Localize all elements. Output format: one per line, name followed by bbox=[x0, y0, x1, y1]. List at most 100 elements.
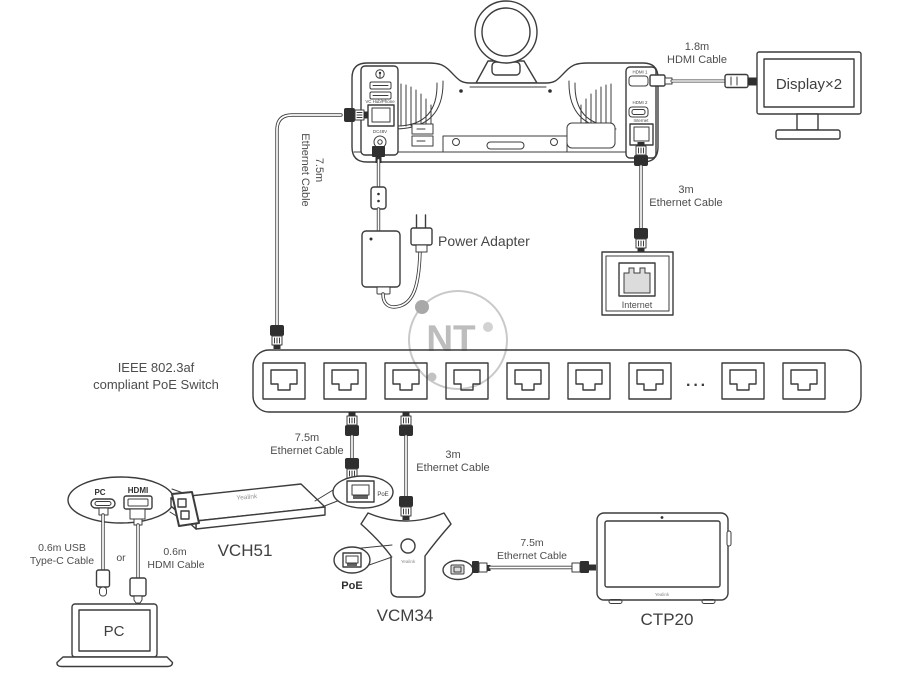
vcm34-brand: Yealink bbox=[401, 559, 416, 564]
vch51-box: Yealink bbox=[170, 483, 326, 530]
switch-port-icon bbox=[721, 362, 765, 400]
vch51-input-callout: PC HDMI bbox=[67, 476, 187, 526]
vcm34-poe-callout: PoE bbox=[333, 544, 393, 592]
camera-dot-icon bbox=[660, 516, 664, 519]
rj45-plug-icon bbox=[269, 324, 285, 350]
vcm34-ethernet-callout bbox=[442, 559, 474, 581]
mute-button-icon bbox=[400, 538, 416, 554]
switch-port-icon bbox=[567, 362, 611, 400]
cable-switch-to-vch51: 7.5m Ethernet Cable bbox=[270, 411, 360, 483]
cable-label-bar-internet-line1: 3m bbox=[678, 184, 693, 196]
cable-label-usbc-line1: 0.6m USB bbox=[38, 542, 86, 554]
rj45-plug-icon bbox=[398, 495, 414, 521]
rj45-plug-icon bbox=[633, 141, 649, 167]
hdmi1-port-icon bbox=[628, 75, 649, 87]
poe-port-icon bbox=[346, 480, 375, 503]
kensington-lock-icon bbox=[375, 69, 385, 79]
hdmi-plug-icon bbox=[129, 577, 147, 604]
ctp20-name-label: CTP20 bbox=[641, 610, 694, 629]
vch51-hdmi-port-label: HDMI bbox=[128, 486, 148, 495]
switch-port-icon bbox=[445, 362, 489, 400]
ferrite-bead bbox=[370, 186, 387, 210]
port-label-dc48v: DC48V bbox=[373, 129, 387, 134]
cable-label-hdmi-1-8m-line1: 1.8m bbox=[685, 41, 709, 53]
vch51-poe-callout: PoE bbox=[314, 475, 394, 509]
switch-port-icon bbox=[323, 362, 367, 400]
watermark-dot bbox=[415, 300, 429, 314]
cable-bar-to-switch: 7.5m Ethernet Cable bbox=[269, 107, 369, 350]
cable-label-bar-switch-line1: 7.5m bbox=[313, 158, 325, 182]
poe-port-icon bbox=[342, 552, 362, 568]
port-label-internet: Internet bbox=[634, 118, 650, 123]
power-adapter-label: Power Adapter bbox=[438, 233, 530, 249]
cable-label-usbc-line2: Type-C Cable bbox=[30, 555, 94, 567]
switch-port-icon bbox=[628, 362, 672, 400]
cable-label-vcm34-ctp20-line2: Ethernet Cable bbox=[497, 550, 567, 562]
poe-switch: ··· IEEE 802.3af compliant PoE Switch bbox=[93, 349, 862, 413]
cable-label-hdmi06-line2: HDMI Cable bbox=[147, 559, 204, 571]
laptop-pc: PC bbox=[56, 603, 174, 668]
meeting-bar-device: VC Hub/Phone DC48V HDMI 1 HDMI 2 Interne… bbox=[351, 0, 659, 163]
rj45-plug-icon bbox=[633, 227, 649, 253]
cable-label-bar-switch-line2: Ethernet Cable bbox=[299, 133, 311, 206]
power-brick bbox=[361, 230, 401, 288]
rj45-plug-icon bbox=[398, 411, 414, 437]
cable-label-switch-vcm34-line1: 3m bbox=[445, 449, 460, 461]
bar-left-port-panel: VC Hub/Phone DC48V bbox=[360, 65, 399, 156]
port-label-hdmi2: HDMI 2 bbox=[633, 100, 648, 105]
vcm34-poe-label: PoE bbox=[341, 580, 362, 592]
ctp20-brand: Yealink bbox=[655, 592, 670, 597]
cable-label-vcm34-ctp20-line1: 7.5m bbox=[520, 537, 544, 549]
hdmi2-port-icon bbox=[628, 106, 649, 118]
watermark-dot bbox=[427, 372, 437, 382]
cable-label-hdmi06-line1: 0.6m bbox=[163, 546, 187, 558]
watermark-text: NT bbox=[426, 318, 476, 359]
usb-c-plug-icon bbox=[95, 569, 111, 597]
or-label: or bbox=[116, 552, 126, 564]
cable-switch-to-vcm34: 3m Ethernet Cable bbox=[398, 411, 490, 521]
cable-label-hdmi-1-8m-line2: HDMI Cable bbox=[667, 54, 727, 66]
hdmi-display-cable: 1.8m HDMI Cable bbox=[649, 41, 757, 89]
wall-mount-plate bbox=[442, 135, 568, 153]
vch51-device: PC HDMI Yealink VCH51 bbox=[67, 475, 394, 560]
switch-port-icon bbox=[506, 362, 550, 400]
display-monitor: Display×2 bbox=[756, 51, 862, 140]
switch-port-icon bbox=[384, 362, 428, 400]
laptop-label: PC bbox=[104, 623, 125, 640]
internet-outlet-label: Internet bbox=[622, 300, 653, 310]
cable-bar-to-internet: 3m Ethernet Cable bbox=[633, 141, 723, 253]
cable-label-bar-internet-line2: Ethernet Cable bbox=[649, 197, 722, 209]
cable-vcm34-to-ctp20: 7.5m Ethernet Cable bbox=[472, 537, 596, 573]
switch-port-icon bbox=[262, 362, 306, 400]
cable-label-switch-vch51-line2: Ethernet Cable bbox=[270, 445, 343, 457]
power-adapter: Power Adapter bbox=[361, 146, 530, 309]
switch-label-line2: compliant PoE Switch bbox=[93, 377, 219, 392]
port-label-hdmi1: HDMI 1 bbox=[633, 70, 648, 75]
wall-jack-icon bbox=[623, 267, 651, 294]
vch51-brand: Yealink bbox=[236, 493, 258, 502]
vcm34-name-label: VCM34 bbox=[377, 606, 434, 625]
vch51-pc-port-label: PC bbox=[94, 488, 105, 497]
switch-port-icon bbox=[782, 362, 826, 400]
side-button bbox=[726, 530, 732, 547]
cable-label-switch-vch51-line1: 7.5m bbox=[295, 432, 319, 444]
wall-plug-icon bbox=[410, 214, 433, 253]
rj45-plug-icon bbox=[343, 107, 369, 123]
display-label: Display×2 bbox=[776, 76, 842, 93]
speaker-grille-left bbox=[395, 80, 444, 130]
cable-label-switch-vcm34-line2: Ethernet Cable bbox=[416, 462, 489, 474]
switch-label-line1: IEEE 802.3af bbox=[118, 360, 195, 375]
pc-cables: 0.6m USB Type-C Cable or 0.6m HDMI Cable bbox=[30, 513, 205, 604]
rj45-plug-icon bbox=[344, 411, 360, 437]
internet-wall-outlet: Internet bbox=[601, 251, 674, 316]
usb-port-icon bbox=[369, 81, 392, 100]
vch51-name-label: VCH51 bbox=[218, 541, 273, 560]
ctp20-device: Yealink CTP20 bbox=[596, 512, 732, 629]
vch51-poe-port-label: PoE bbox=[377, 492, 388, 498]
vcm34-device: Yealink PoE VCM34 bbox=[333, 512, 474, 625]
port-label-vc-hub-phone: VC Hub/Phone bbox=[365, 99, 395, 104]
camera-lens-icon bbox=[474, 0, 538, 84]
watermark-dot bbox=[483, 322, 493, 332]
switch-ellipsis: ··· bbox=[686, 377, 708, 394]
